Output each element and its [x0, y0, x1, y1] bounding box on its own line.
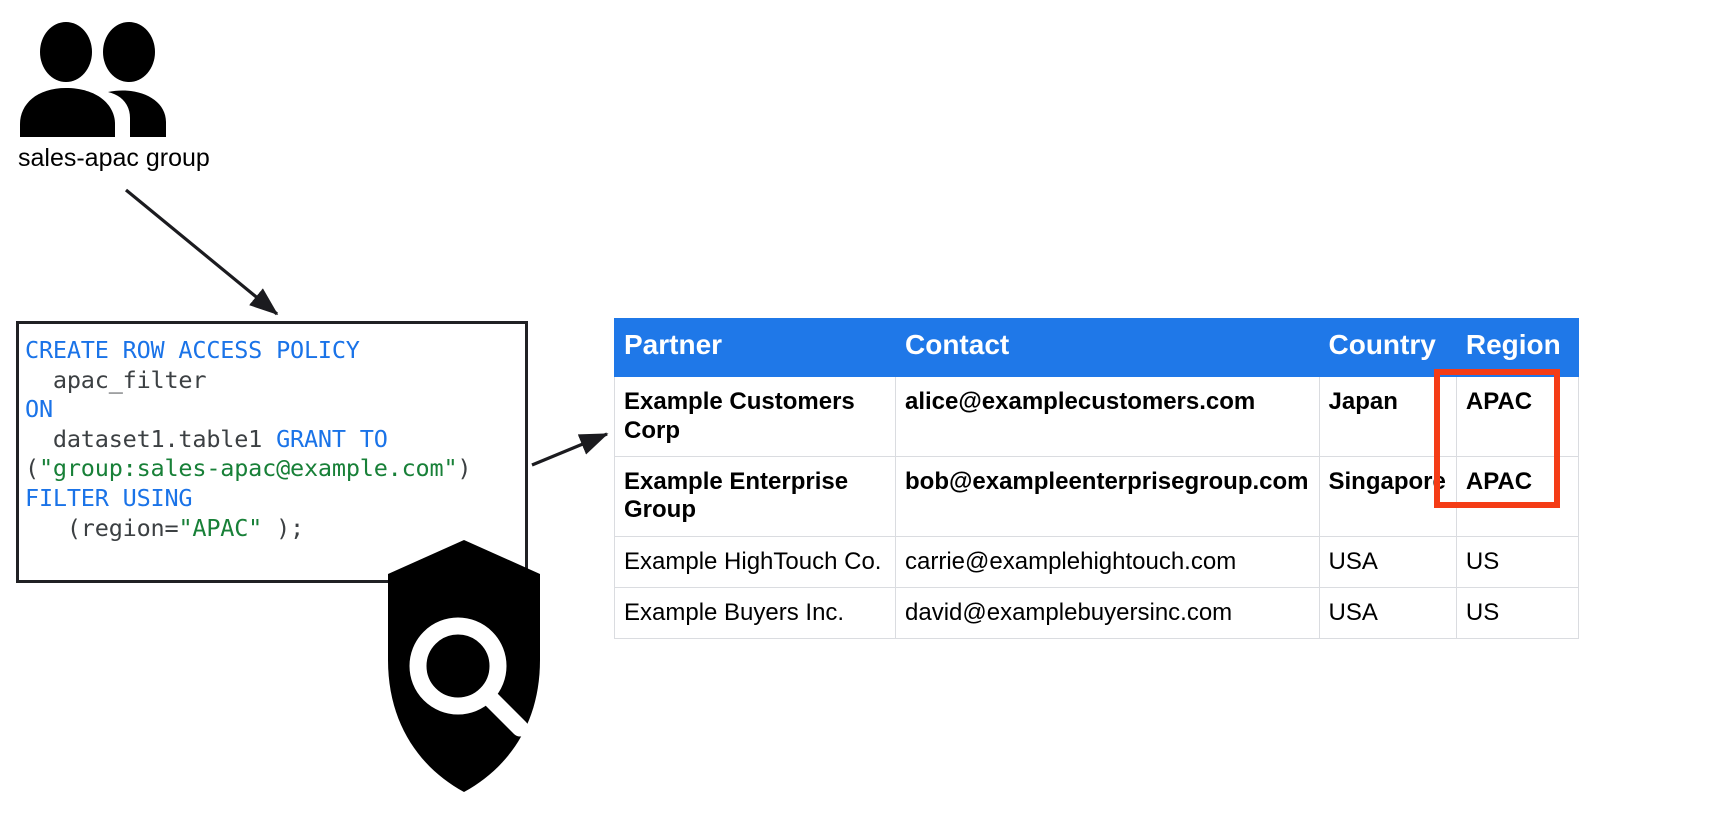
column-header-country[interactable]: Country: [1318, 317, 1457, 378]
shield-magnifier-icon: [386, 538, 542, 794]
people-group-icon: [18, 22, 248, 137]
sql-code-text: CREATE ROW ACCESS POLICY apac_filter ON …: [19, 324, 525, 543]
cell-partner: Example Buyers Inc.: [614, 586, 896, 640]
code-token: GRANT TO: [276, 424, 388, 453]
cell-contact: bob@exampleenterprisegroup.com: [895, 455, 1320, 537]
cell-country: USA: [1318, 586, 1457, 640]
row-access-policy-code-box: CREATE ROW ACCESS POLICY apac_filter ON …: [16, 321, 528, 583]
cell-country: USA: [1318, 535, 1457, 588]
code-token: dataset1.table1: [25, 424, 277, 453]
arrow-group-to-policy: [124, 188, 279, 316]
table-body: Example Customers Corp alice@examplecust…: [614, 376, 1579, 640]
table-row[interactable]: Example Buyers Inc. david@examplebuyersi…: [614, 586, 1579, 640]
cell-country: Japan: [1318, 376, 1457, 457]
group-label: sales-apac group: [18, 144, 210, 172]
code-token: (: [25, 454, 39, 483]
cell-country: Singapore: [1318, 455, 1457, 537]
column-header-contact[interactable]: Contact: [895, 317, 1320, 378]
table-row[interactable]: Example Enterprise Group bob@exampleente…: [614, 455, 1579, 537]
code-token: ON: [25, 395, 53, 424]
code-token: apac_filter: [25, 365, 207, 394]
group-icon-block: sales-apac group: [18, 22, 248, 173]
cell-contact: alice@examplecustomers.com: [895, 376, 1320, 457]
cell-region: APAC: [1455, 376, 1579, 457]
cell-region: APAC: [1455, 455, 1579, 537]
table-row[interactable]: Example HighTouch Co. carrie@examplehigh…: [614, 535, 1579, 588]
code-token: "group:sales-apac@example.com": [38, 454, 458, 483]
column-header-region[interactable]: Region: [1455, 317, 1579, 378]
code-token: ): [457, 454, 472, 483]
cell-partner: Example HighTouch Co.: [614, 535, 896, 588]
table-header-row: Partner Contact Country Region: [614, 317, 1579, 378]
partner-table: Partner Contact Country Region Example C…: [614, 317, 1579, 640]
column-header-partner[interactable]: Partner: [614, 317, 896, 378]
cell-contact: carrie@examplehightouch.com: [895, 535, 1320, 588]
code-token: CREATE ROW ACCESS POLICY: [25, 336, 360, 364]
table-row[interactable]: Example Customers Corp alice@examplecust…: [614, 376, 1579, 457]
cell-region: US: [1455, 535, 1579, 588]
arrow-policy-to-table: [531, 432, 609, 467]
code-token: (region=: [25, 513, 179, 542]
cell-partner: Example Enterprise Group: [614, 455, 896, 537]
code-token: FILTER USING: [25, 483, 193, 512]
code-token: );: [262, 513, 304, 542]
cell-region: US: [1455, 586, 1579, 640]
cell-contact: david@examplebuyersinc.com: [895, 586, 1320, 640]
code-token: "APAC": [178, 513, 263, 542]
cell-partner: Example Customers Corp: [614, 376, 896, 457]
